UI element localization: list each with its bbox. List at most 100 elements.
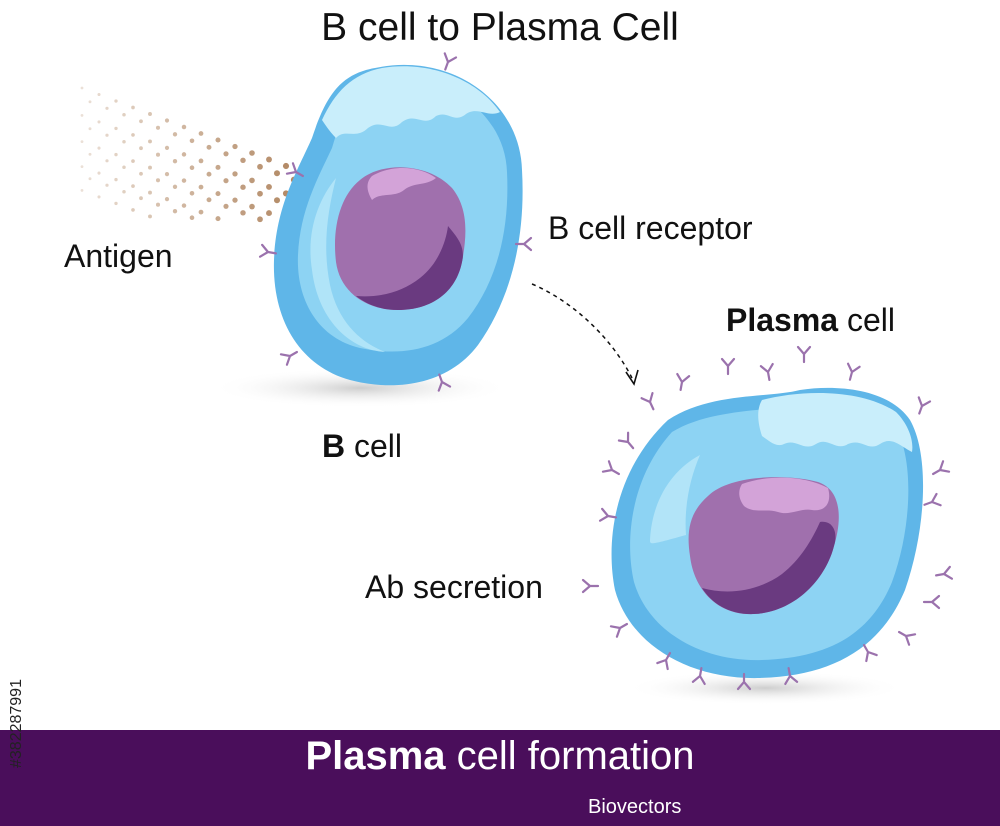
stock-id-text: #382287991 — [8, 679, 25, 768]
antigen-particle — [206, 144, 212, 150]
antigen-particle — [80, 114, 84, 117]
antigen-particle — [139, 119, 143, 124]
antigen-particle — [164, 145, 170, 150]
antigen-particle — [80, 140, 84, 144]
antigen-particle — [164, 197, 170, 202]
antibody — [720, 357, 736, 376]
antigen-particle — [114, 201, 118, 206]
antigen-particle — [148, 190, 152, 195]
antigen-particle — [122, 113, 126, 117]
antibody — [935, 565, 954, 580]
plasma-cell-label-bold: Plasma — [726, 302, 839, 338]
footer-credit: Biovectors — [588, 796, 682, 818]
b-cell-receptor — [443, 52, 458, 71]
antigen-particle — [148, 165, 152, 170]
antigen-particle — [232, 143, 238, 150]
b-cell — [210, 64, 523, 408]
antigen-particle — [172, 132, 178, 137]
ab-secretion-label: Ab secretion — [365, 569, 543, 605]
antigen-particle — [97, 195, 101, 199]
plasma-cell-label: Plasma cell — [726, 302, 895, 339]
antigen-particle — [273, 197, 281, 204]
antigen-particle — [97, 146, 101, 150]
antigen-particle — [122, 165, 126, 170]
antigen-particle — [88, 100, 92, 104]
antigen-particle — [189, 215, 195, 221]
antibody — [759, 362, 774, 381]
footer-banner — [0, 730, 1000, 826]
antigen-particle — [206, 197, 212, 203]
antigen-particle — [282, 162, 290, 170]
antigen-particle — [114, 152, 118, 157]
antibody — [601, 460, 621, 476]
antibody — [917, 396, 932, 415]
b-cell-nucleus-highlight — [367, 167, 436, 200]
antigen-particles — [80, 86, 298, 223]
antigen-particle — [148, 214, 152, 219]
antigen-particle — [155, 202, 161, 207]
footer-title-bold: Plasma — [305, 734, 446, 778]
antigen-particle — [122, 139, 126, 144]
plasma-cell — [611, 387, 924, 705]
antigen-particle — [131, 105, 135, 110]
antigen-particle — [215, 137, 221, 143]
antigen-particle — [80, 189, 84, 192]
antigen-label: Antigen — [64, 238, 173, 274]
b-cell-label-rest: cell — [345, 428, 403, 464]
antigen-particle — [206, 171, 212, 177]
b-cell-receptor — [437, 373, 452, 392]
b-cell-highlight — [322, 66, 500, 138]
antigen-particle — [257, 190, 263, 197]
antigen-particle — [114, 99, 118, 103]
antibody — [581, 578, 600, 594]
antigen-particle — [80, 165, 84, 169]
antibody — [640, 392, 655, 411]
plasma-cell-nucleus-highlight — [739, 477, 830, 514]
b-cell-receptor — [258, 243, 277, 258]
antigen-particle — [257, 163, 263, 170]
plasma-cell-nucleus-shadow — [702, 521, 836, 615]
antigen-particle — [172, 184, 178, 189]
antibody — [897, 630, 917, 646]
b-cell-nucleus-shadow — [356, 226, 463, 310]
b-cell-receptor — [514, 236, 533, 252]
antigen-particle — [189, 190, 195, 196]
antigen-particle — [181, 124, 187, 130]
antigen-particle — [97, 120, 101, 124]
antibody — [736, 672, 752, 691]
antibody — [656, 651, 672, 671]
antigen-particle — [88, 152, 92, 156]
antigen-particle — [131, 159, 135, 163]
b-cell-label-bold: B — [322, 428, 346, 464]
antigen-particle — [266, 183, 272, 190]
antigen-particle — [266, 156, 272, 163]
antigen-particle — [131, 133, 135, 137]
antibody — [923, 492, 942, 507]
antigen-particle — [164, 172, 170, 177]
antigen-particle — [88, 177, 92, 181]
antigen-particle — [198, 184, 204, 190]
plasma-cell-label-rest: cell — [838, 302, 895, 338]
antigen-particle — [139, 196, 143, 201]
antigen-particle — [172, 209, 178, 214]
antigen-particle — [223, 178, 229, 184]
stock-id-watermark: #382287991 — [8, 679, 25, 768]
b-cell-receptors — [258, 52, 533, 392]
antigen-particle — [240, 210, 246, 216]
antigen-particle — [181, 203, 187, 208]
antigen-particle — [232, 171, 238, 177]
antigen-particle — [97, 92, 101, 97]
antigen-particle — [131, 208, 135, 212]
antigen-particle — [155, 125, 161, 130]
footer-title-rest: cell formation — [445, 734, 695, 778]
antigen-particle — [105, 133, 109, 137]
antigen-particle — [266, 210, 272, 217]
footer-title: Plasma cell formation — [0, 734, 1000, 779]
b-cell-shadow — [210, 368, 510, 408]
plasma-cell-inner-sheen — [650, 455, 700, 544]
antigen-particle — [198, 158, 204, 164]
antigen-particle — [105, 106, 109, 110]
antigen-particle — [139, 146, 143, 151]
antibody — [676, 372, 691, 391]
